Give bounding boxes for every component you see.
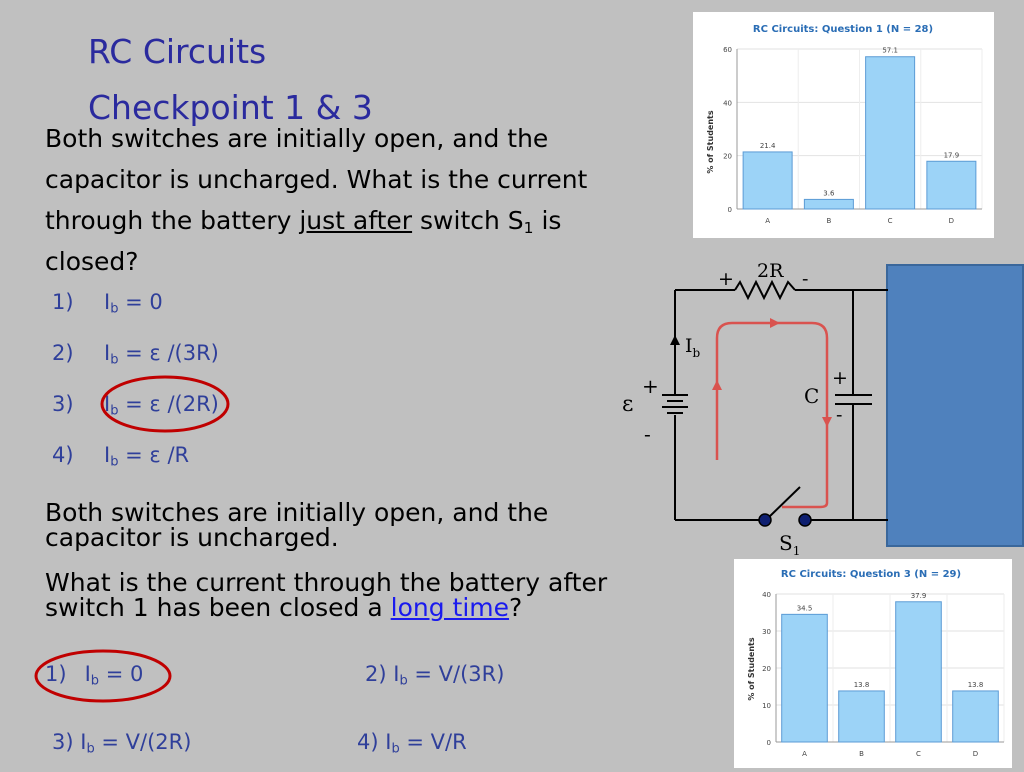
y-tick-label: 20 (762, 665, 771, 673)
switch-contact-left[interactable] (758, 513, 772, 527)
ib-label: Ib (685, 335, 701, 360)
chart-1-title: RC Circuits: Question 1 (N = 28) (753, 24, 933, 35)
q1-option-3[interactable]: 3)Ib = ε /(2R) (52, 392, 219, 419)
x-tick-label: D (949, 217, 954, 225)
chart-1-svg: RC Circuits: Question 1 (N = 28) % of St… (706, 24, 983, 225)
bar-value-label: 17.9 (944, 151, 960, 159)
q2-option-3[interactable]: 3) Ib = V/(2R) (52, 730, 192, 757)
x-tick-label: A (802, 750, 807, 758)
chart-1-ylabel: % of Students (706, 110, 715, 174)
chart-2-title: RC Circuits: Question 3 (N = 29) (781, 569, 961, 580)
title-line-1: RC Circuits (88, 32, 267, 71)
q2-option-2[interactable]: 2) Ib = V/(3R) (365, 662, 505, 689)
y-tick-label: 0 (728, 206, 732, 214)
q2-option-4[interactable]: 4) Ib = V/R (357, 730, 467, 757)
blue-cover-panel (886, 264, 1024, 547)
x-tick-label: C (916, 750, 921, 758)
question-2-text: What is the current through the battery … (45, 568, 608, 622)
bar-value-label: 13.8 (968, 681, 984, 689)
rc-circuit-diagram: + 2R - Ib + ε - + C - S1 (622, 260, 888, 558)
x-tick-label: D (973, 750, 978, 758)
question-2-intro: Both switches are initially open, and th… (45, 498, 549, 552)
x-tick-label: B (826, 217, 831, 225)
switch-label: S1 (779, 531, 800, 558)
resistor-2r (734, 279, 796, 301)
q1-option-4[interactable]: 4)Ib = ε /R (52, 443, 190, 470)
q2-option-1[interactable]: 1)Ib = 0 (45, 662, 144, 689)
chart-question-3: RC Circuits: Question 3 (N = 29) % of St… (734, 559, 1012, 768)
q1-sub: 1 (523, 218, 534, 237)
chart-question-1: RC Circuits: Question 1 (N = 28) % of St… (693, 12, 994, 238)
y-tick-label: 20 (723, 153, 732, 161)
x-tick-label: B (859, 750, 864, 758)
q1-option-1[interactable]: 1)Ib = 0 (52, 290, 163, 317)
bar-value-label: 21.4 (760, 142, 776, 150)
y-tick-label: 40 (723, 99, 732, 107)
question-1-text: Both switches are initially open, and th… (45, 118, 625, 282)
capacitor-minus-label: - (836, 404, 842, 426)
bar-b (803, 198, 854, 210)
emf-label: ε (622, 392, 633, 417)
resistor-label: 2R (757, 260, 784, 282)
title-line-2: Checkpoint 1 & 3 (88, 88, 373, 127)
q1-text-b: switch S (412, 206, 524, 235)
resistor-minus-label: - (802, 268, 808, 290)
capacitor-label: C (804, 384, 819, 408)
q1-option-2[interactable]: 2)Ib = ε /(3R) (52, 341, 219, 368)
y-tick-label: 0 (767, 739, 771, 747)
ib-arrow-icon (670, 335, 680, 345)
arrow-right-icon (770, 318, 780, 328)
x-tick-label: C (888, 217, 893, 225)
chart-2-svg: RC Circuits: Question 3 (N = 29) % of St… (747, 569, 1005, 758)
current-loop-arrow (715, 321, 829, 509)
switch-contact-right[interactable] (798, 513, 812, 527)
capacitor-plus-label: + (832, 367, 848, 389)
bar-b (838, 690, 885, 743)
y-tick-label: 60 (723, 46, 732, 54)
bar-c (895, 601, 942, 743)
q1-emphasis: just after (299, 206, 413, 235)
bar-d (926, 160, 977, 210)
switch-blade (767, 486, 801, 519)
q1-text-c: is closed? (45, 206, 562, 276)
bar-value-label: 37.9 (911, 592, 927, 600)
q1-text-a: Both switches are initially open, and th… (45, 124, 588, 235)
bar-value-label: 34.5 (797, 604, 813, 612)
chart-2-ylabel: % of Students (747, 637, 756, 701)
battery-plus-label: + (642, 374, 659, 398)
y-tick-label: 10 (762, 702, 771, 710)
resistor-plus-label: + (718, 268, 734, 290)
long-time-link[interactable]: long time (390, 593, 510, 622)
bar-a (781, 613, 828, 743)
page-title: RC Circuits Checkpoint 1 & 3 (88, 24, 373, 136)
bar-d (952, 690, 999, 743)
arrow-down-icon (822, 417, 832, 427)
arrow-up-icon (712, 380, 722, 390)
y-tick-label: 30 (762, 628, 771, 636)
y-tick-label: 40 (762, 591, 771, 599)
bar-a (742, 151, 793, 210)
x-tick-label: A (765, 217, 770, 225)
bar-value-label: 57.1 (882, 47, 898, 55)
bar-value-label: 13.8 (854, 681, 870, 689)
bar-value-label: 3.6 (823, 189, 835, 197)
bar-c (865, 56, 916, 210)
battery-minus-label: - (644, 422, 651, 446)
